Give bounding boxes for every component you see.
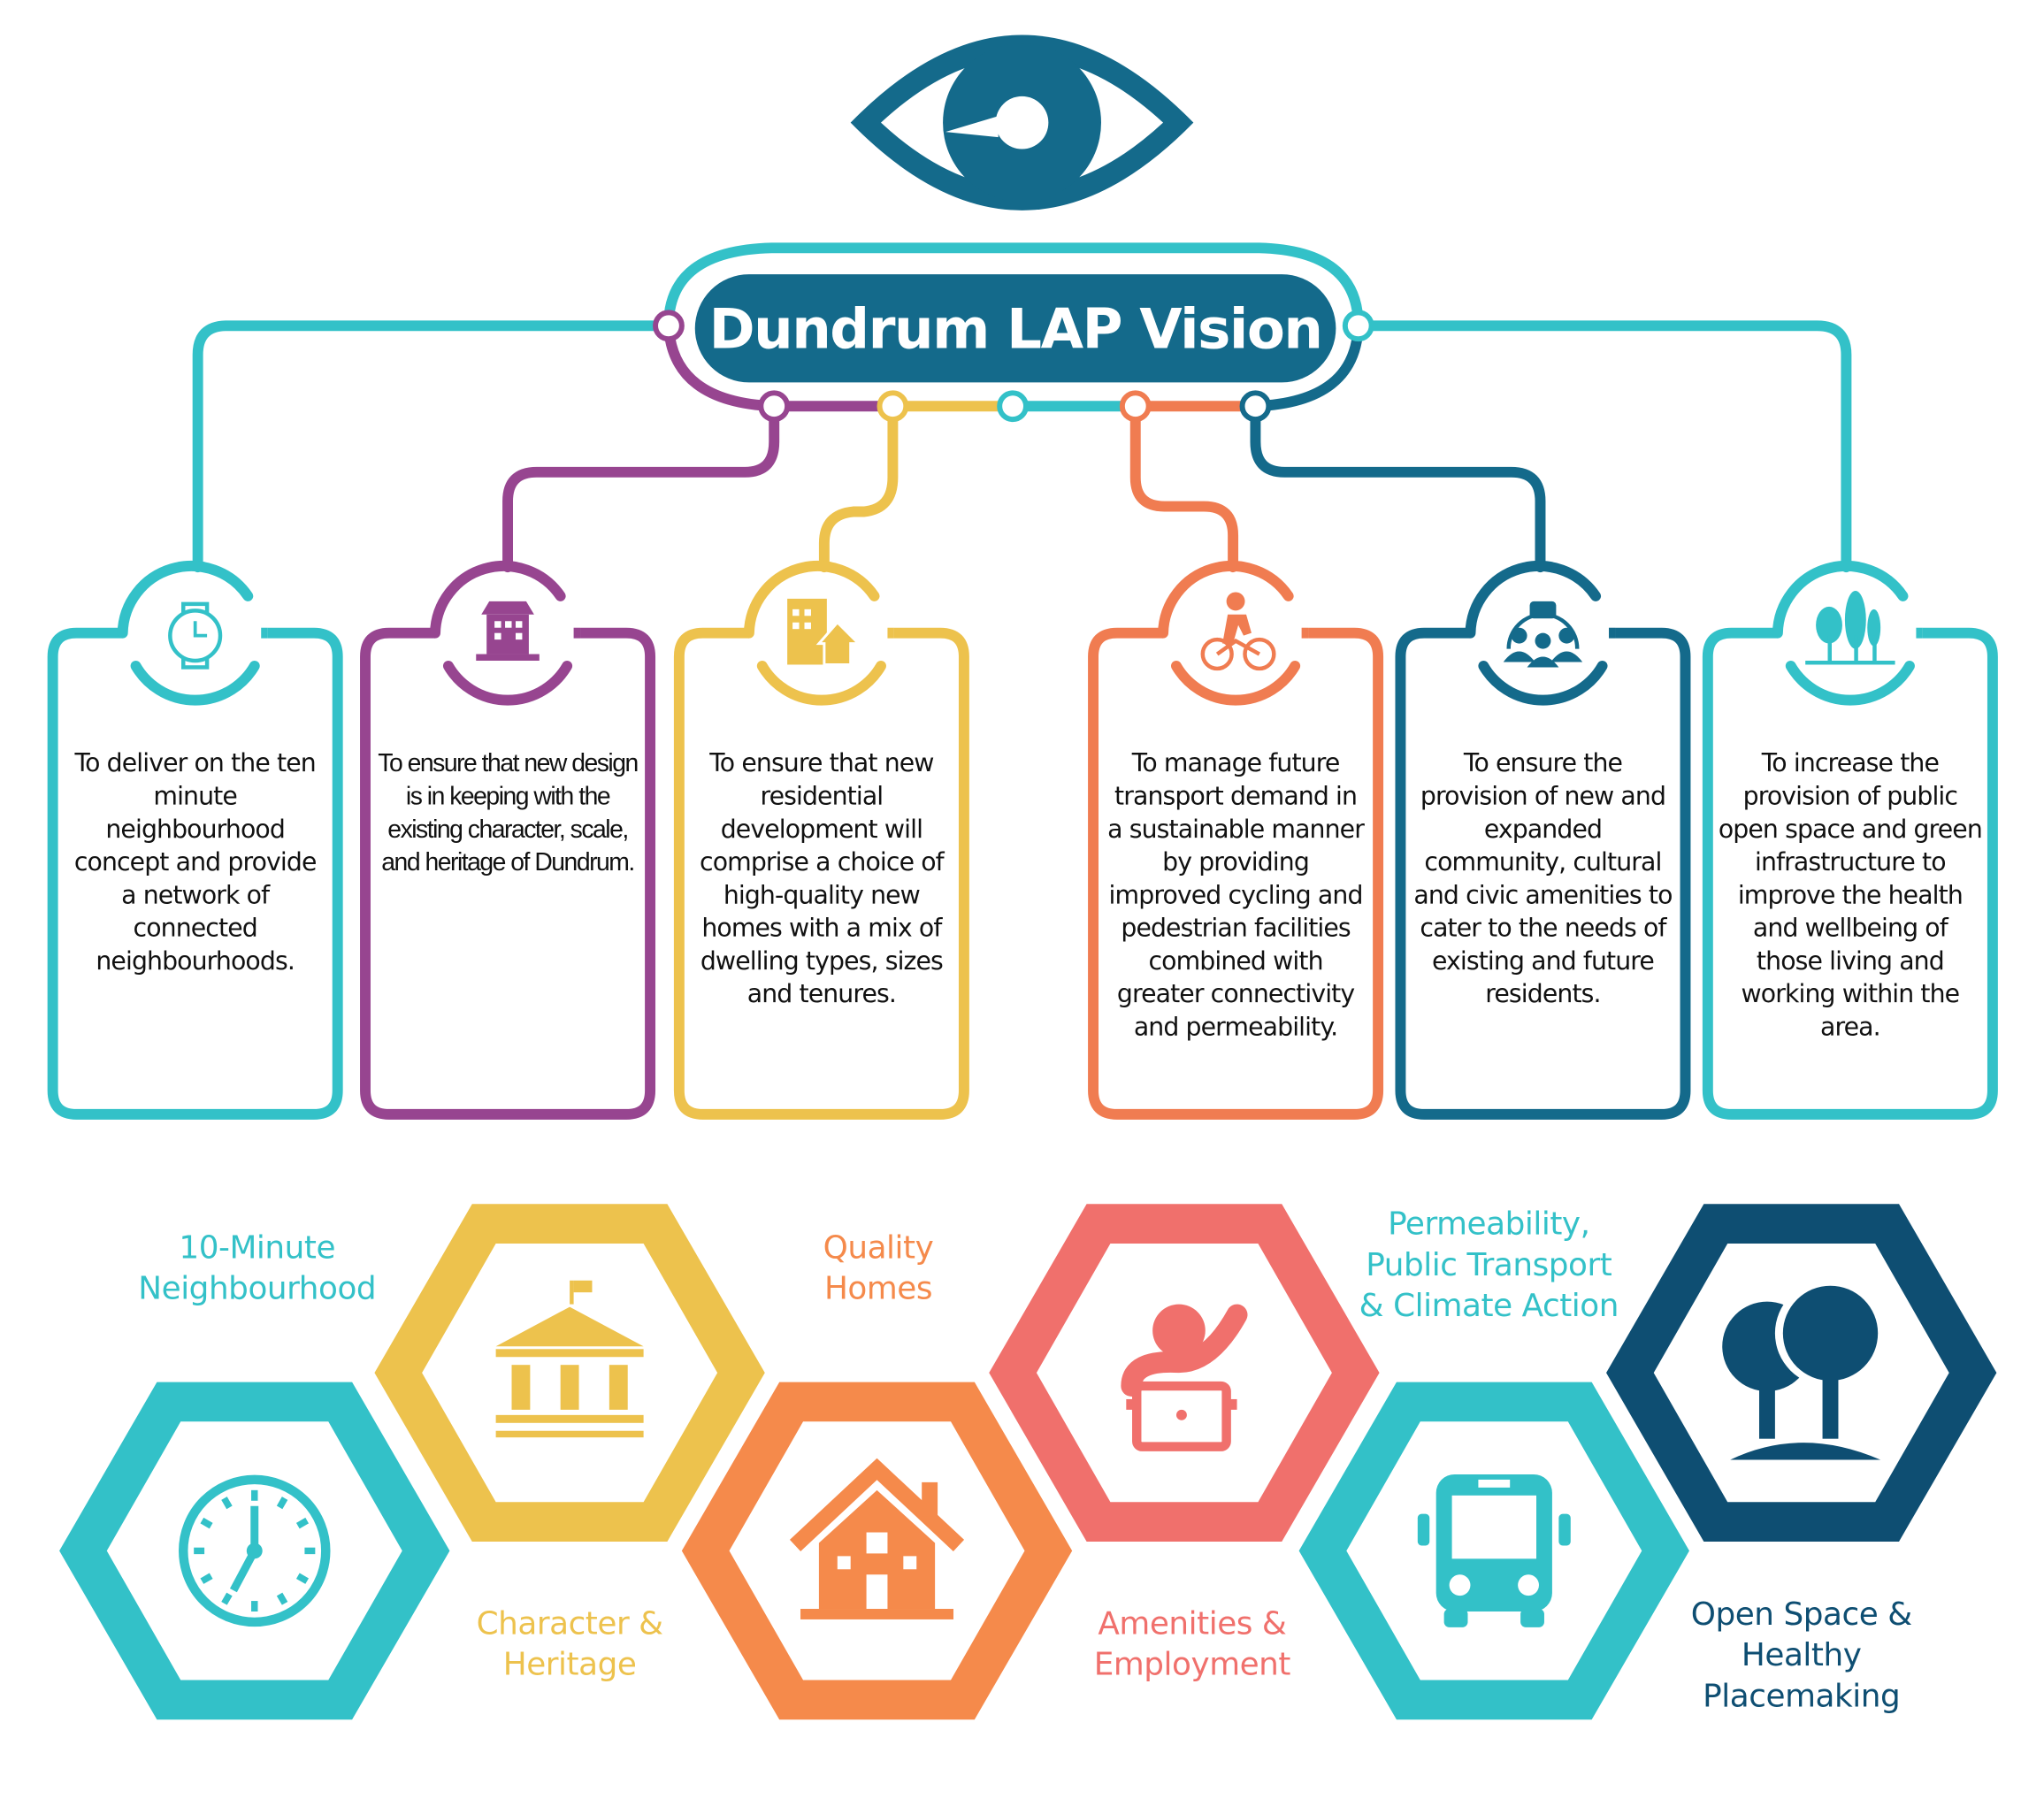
building-icon [476, 601, 540, 661]
theme-hexagon [374, 1204, 765, 1542]
connector-purple [502, 401, 780, 573]
card-text-open-space: To increase the provision of public open… [1718, 748, 1983, 1042]
house-icon [789, 1458, 965, 1619]
residential-icon [787, 598, 862, 666]
tree-icon [1722, 1280, 1881, 1460]
title-ring-lower-left [662, 320, 780, 412]
theme-label-homes: Quality Homes [823, 1229, 934, 1307]
heritage-building-icon [495, 1280, 644, 1438]
watch-icon [168, 601, 223, 670]
connector-lines [192, 242, 1852, 573]
theme-label-ten-minute: 10-Minute Neighbourhood [138, 1229, 377, 1307]
connector-cyan-left [192, 320, 674, 573]
title-ring [662, 242, 1364, 332]
theme-label-transport: Permeability, Public Transport & Climate… [1359, 1205, 1619, 1324]
card-text-transport: To manage future transport demand in a s… [1107, 748, 1365, 1042]
vision-card [1088, 561, 1384, 1120]
card-text-amenities: To ensure the provision of new and expan… [1413, 748, 1673, 1009]
title-ring-lower-right [1250, 320, 1364, 412]
connector-nodes [653, 310, 1374, 423]
connector-yellow [818, 401, 899, 573]
card-text-ten-minute: To deliver on the ten minute neighbourho… [73, 748, 318, 976]
clock-icon [179, 1474, 331, 1627]
theme-label-amenities: Amenities & Employment [1093, 1604, 1291, 1683]
vision-card [1702, 561, 1998, 1120]
vision-card [673, 561, 969, 1120]
bus-icon [1417, 1474, 1571, 1627]
vision-card [360, 561, 656, 1120]
connector-cyan-right [1352, 320, 1852, 573]
theme-hexagon [989, 1204, 1380, 1542]
vision-card [47, 561, 343, 1120]
eye-icon [850, 34, 1194, 211]
theme-label-open-space: Open Space & Healthy Placemaking [1690, 1596, 1912, 1715]
title-pill [694, 274, 1336, 383]
theme-label-heritage: Character & Heritage [476, 1604, 663, 1683]
cyclist-icon [1200, 592, 1276, 671]
theme-hexagon [681, 1382, 1073, 1720]
connector-blue [1250, 401, 1546, 573]
connector-orange [1129, 401, 1239, 573]
page-title: Dundrum LAP Vision [708, 295, 1323, 361]
person-laptop-icon [1121, 1304, 1248, 1451]
theme-hexagon [59, 1382, 450, 1720]
theme-hexagon [1606, 1204, 1997, 1542]
trees-icon [1805, 590, 1895, 665]
theme-hexagon [1298, 1382, 1689, 1720]
card-text-residential: To ensure that new residential developme… [700, 748, 945, 1009]
community-icon [1503, 601, 1583, 668]
vision-card [1395, 561, 1691, 1120]
card-text-design: To ensure that new design is in keeping … [378, 750, 639, 877]
